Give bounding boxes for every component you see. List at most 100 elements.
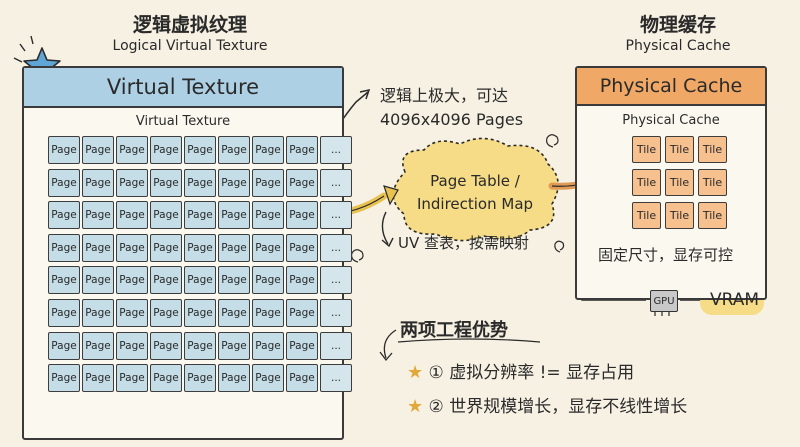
tile-cell: Tile: [698, 136, 727, 163]
tile-cell: Tile: [698, 202, 727, 229]
page-cell: Page: [252, 168, 284, 197]
page-cell: Page: [48, 266, 80, 295]
gpu-chip-icon: GPU: [650, 290, 678, 312]
physical-cache-title-en: Physical Cache: [625, 38, 731, 54]
range-note: 逻辑上极大，可达 4096x4096 Pages: [380, 84, 523, 132]
tile-cell: Tile: [632, 136, 661, 163]
page-cell: Page: [82, 364, 114, 393]
physical-cache-inner-label: Physical Cache: [622, 113, 720, 128]
page-cell: Page: [252, 298, 284, 327]
page-cell: Page: [184, 364, 216, 393]
page-cell: Page: [184, 331, 216, 360]
page-cell: Page: [150, 266, 182, 295]
range-note-line2: 4096x4096 Pages: [380, 110, 524, 129]
page-cell: Page: [150, 201, 182, 230]
advantage-text: 虚拟分辨率 != 显存占用: [449, 363, 635, 383]
page-cell: Page: [116, 168, 148, 197]
page-cell: Page: [48, 298, 80, 327]
page-cell-more: ...: [320, 201, 352, 230]
page-cell: Page: [116, 266, 148, 295]
page-table-line1: Page Table /: [430, 172, 520, 190]
range-note-line1: 逻辑上极大，可达: [380, 86, 509, 105]
page-cell: Page: [286, 201, 318, 230]
page-cell: Page: [48, 168, 80, 197]
advantages-title: 两项工程优势: [400, 320, 508, 341]
advantage-marker: ②: [428, 397, 444, 417]
tile-cell: Tile: [665, 169, 694, 196]
page-cell: Page: [218, 233, 250, 262]
page-cell: Page: [184, 201, 216, 230]
advantage-item-2: ★ ② 世界规模增长，显存不线性增长: [407, 392, 687, 417]
page-cell: Page: [150, 168, 182, 197]
page-cell: Page: [184, 136, 216, 164]
page-cell: Page: [286, 168, 318, 197]
page-cell-more: ...: [320, 331, 352, 360]
tile-cell: Tile: [632, 202, 661, 229]
page-cell: Page: [218, 168, 250, 197]
advantages-arrow: [383, 329, 397, 359]
page-cell: Page: [286, 331, 318, 360]
page-cell: Page: [184, 266, 216, 295]
page-table-cloud: [392, 137, 559, 242]
page-cell: Page: [286, 364, 318, 393]
tile-cell: Tile: [665, 136, 694, 163]
page-cell: Page: [116, 201, 148, 230]
page-cell: Page: [218, 298, 250, 327]
page-cell: Page: [218, 266, 250, 295]
page-cell: Page: [286, 136, 318, 164]
page-cell: Page: [184, 168, 216, 197]
page-cell: Page: [252, 331, 284, 360]
virtual-texture-inner-label: Virtual Texture: [135, 114, 231, 129]
fixed-size-note: 固定尺寸，显存可控: [598, 246, 734, 264]
page-cell: Page: [286, 266, 318, 295]
advantage-item-1: ★ ① 虚拟分辨率 != 显存占用: [407, 358, 634, 383]
tile-cell: Tile: [665, 202, 694, 229]
physical-cache-header: Physical Cache: [577, 68, 765, 106]
page-cell: Page: [116, 298, 148, 327]
lookup-note: UV 查表，按需映射: [398, 234, 530, 252]
page-cell: Page: [150, 331, 182, 360]
swirl-decoration: [546, 134, 559, 148]
page-cell: Page: [252, 136, 284, 164]
page-table-line2: Indirection Map: [416, 195, 534, 213]
page-cell: Page: [116, 331, 148, 360]
page-cell: Page: [286, 233, 318, 262]
page-cell: Page: [218, 364, 250, 393]
page-cell: Page: [150, 298, 182, 327]
advantage-marker: ①: [428, 363, 444, 383]
page-cell-more: ...: [320, 364, 352, 393]
page-cell: Page: [82, 266, 114, 295]
lookup-arrow: [381, 211, 389, 245]
page-cell: Page: [150, 364, 182, 393]
page-cell: Page: [218, 331, 250, 360]
page-table-node: Page Table / Indirection Map: [393, 152, 557, 234]
page-cell: Page: [116, 136, 148, 164]
physical-cache-title-zh: 物理缓存: [639, 14, 716, 36]
page-cell: Page: [252, 233, 284, 262]
page-cell: Page: [116, 364, 148, 393]
page-cell: Page: [184, 298, 216, 327]
advantage-text: 世界规模增长，显存不线性增长: [449, 397, 688, 417]
page-cell: Page: [116, 233, 148, 262]
page-cell-more: ...: [320, 168, 352, 197]
page-cell: Page: [82, 331, 114, 360]
page-cell: Page: [150, 233, 182, 262]
page-cell: Page: [48, 364, 80, 393]
star-bullet-icon: ★: [407, 396, 424, 417]
page-cell: Page: [48, 201, 80, 230]
advantages-underline: [397, 338, 541, 343]
page-cell: Page: [82, 201, 114, 230]
virtual-texture-header: Virtual Texture: [24, 68, 342, 108]
page-cell: Page: [150, 136, 182, 164]
page-cell-more: ...: [320, 266, 352, 295]
vram-label: VRAM: [710, 290, 760, 310]
page-cell: Page: [252, 364, 284, 393]
page-cell: Page: [48, 331, 80, 360]
virtual-texture-title-en: Logical Virtual Texture: [112, 38, 268, 54]
page-cell: Page: [48, 136, 80, 164]
page-cell: Page: [184, 233, 216, 262]
page-cell: Page: [82, 136, 114, 164]
